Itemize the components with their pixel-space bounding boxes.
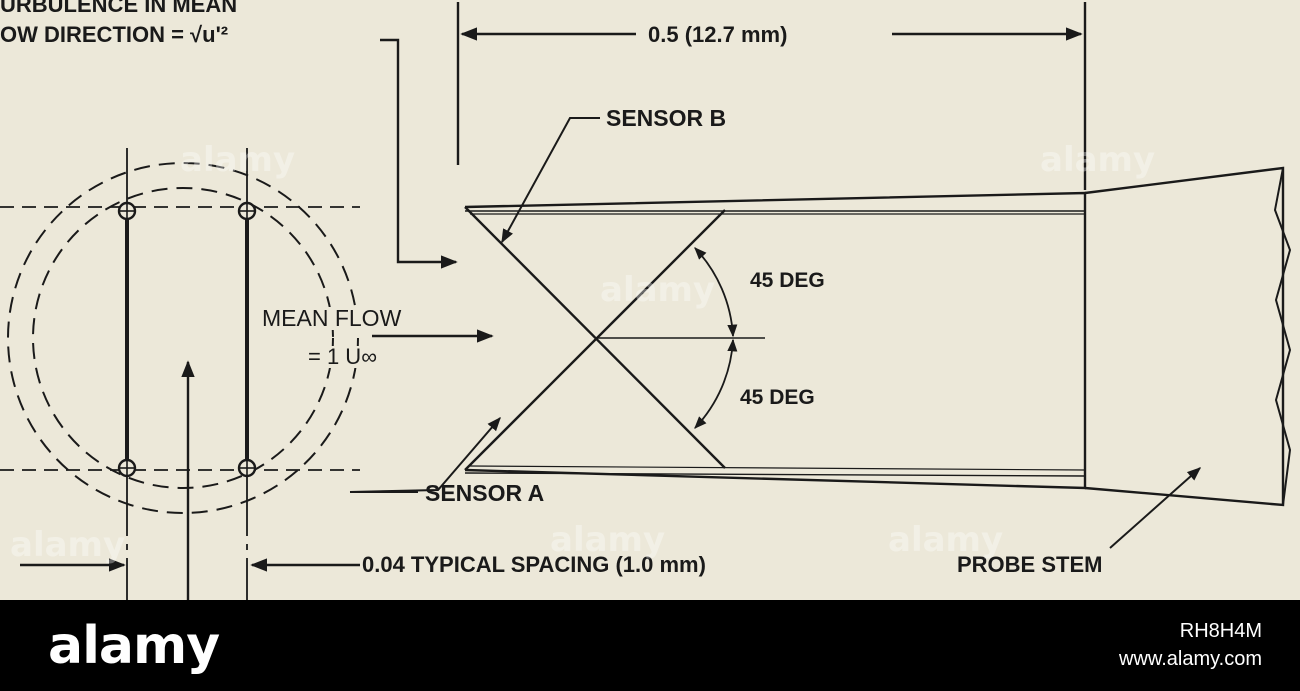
watermark: alamy xyxy=(1040,140,1156,180)
mean-flow-label-line1: MEAN FLOW xyxy=(262,305,402,331)
probe-body-outline xyxy=(464,191,1087,490)
site-url[interactable]: www.alamy.com xyxy=(1119,648,1262,670)
brand-logo: alamy xyxy=(48,616,220,676)
watermark: alamy xyxy=(550,520,666,560)
probe-bottom-line-3 xyxy=(469,465,1086,471)
sensor-a-leader xyxy=(349,416,501,493)
footer-bar xyxy=(0,600,1300,691)
end-view-outer-circle xyxy=(7,162,359,514)
angle-arc-top xyxy=(694,247,738,338)
probe-stem-break xyxy=(1273,167,1292,506)
sensor-a-label: SENSOR A xyxy=(425,480,545,506)
angle-bottom-label: 45 DEG xyxy=(740,386,815,409)
turbulence-label-line2: OW DIRECTION = √u'² xyxy=(0,22,229,47)
diagram-figure: URBULENCE IN MEAN OW DIRECTION = √u'² 0.… xyxy=(0,0,1300,600)
angle-top-label: 45 DEG xyxy=(750,269,825,292)
sensor-b-leader xyxy=(501,117,600,244)
angle-arc-bottom xyxy=(694,338,738,429)
probe-stem-flare xyxy=(1084,166,1285,507)
watermark: alamy xyxy=(600,270,716,310)
dimension-label: 0.5 (12.7 mm) xyxy=(644,24,792,46)
turbulence-label-line1: URBULENCE IN MEAN xyxy=(0,0,238,17)
spacing-label: 0.04 TYPICAL SPACING (1.0 mm) xyxy=(362,552,706,577)
sensor-b-label: SENSOR B xyxy=(606,105,727,131)
mean-flow-label-line2: = 1 U∞ xyxy=(308,344,377,369)
turbulence-leader xyxy=(380,38,458,269)
end-view-inner-circle xyxy=(32,187,334,489)
probe-stem-leader xyxy=(1109,467,1202,549)
probe-bottom-line-2 xyxy=(464,472,1086,477)
probe-diagram xyxy=(0,2,1292,600)
watermark: alamy xyxy=(180,140,296,180)
sensor-b-wire xyxy=(464,209,726,471)
probe-stem-label: PROBE STEM xyxy=(957,552,1103,577)
watermark: alamy xyxy=(888,520,1004,560)
watermark: alamy xyxy=(10,525,126,565)
image-id: RH8H4M xyxy=(1179,620,1262,642)
